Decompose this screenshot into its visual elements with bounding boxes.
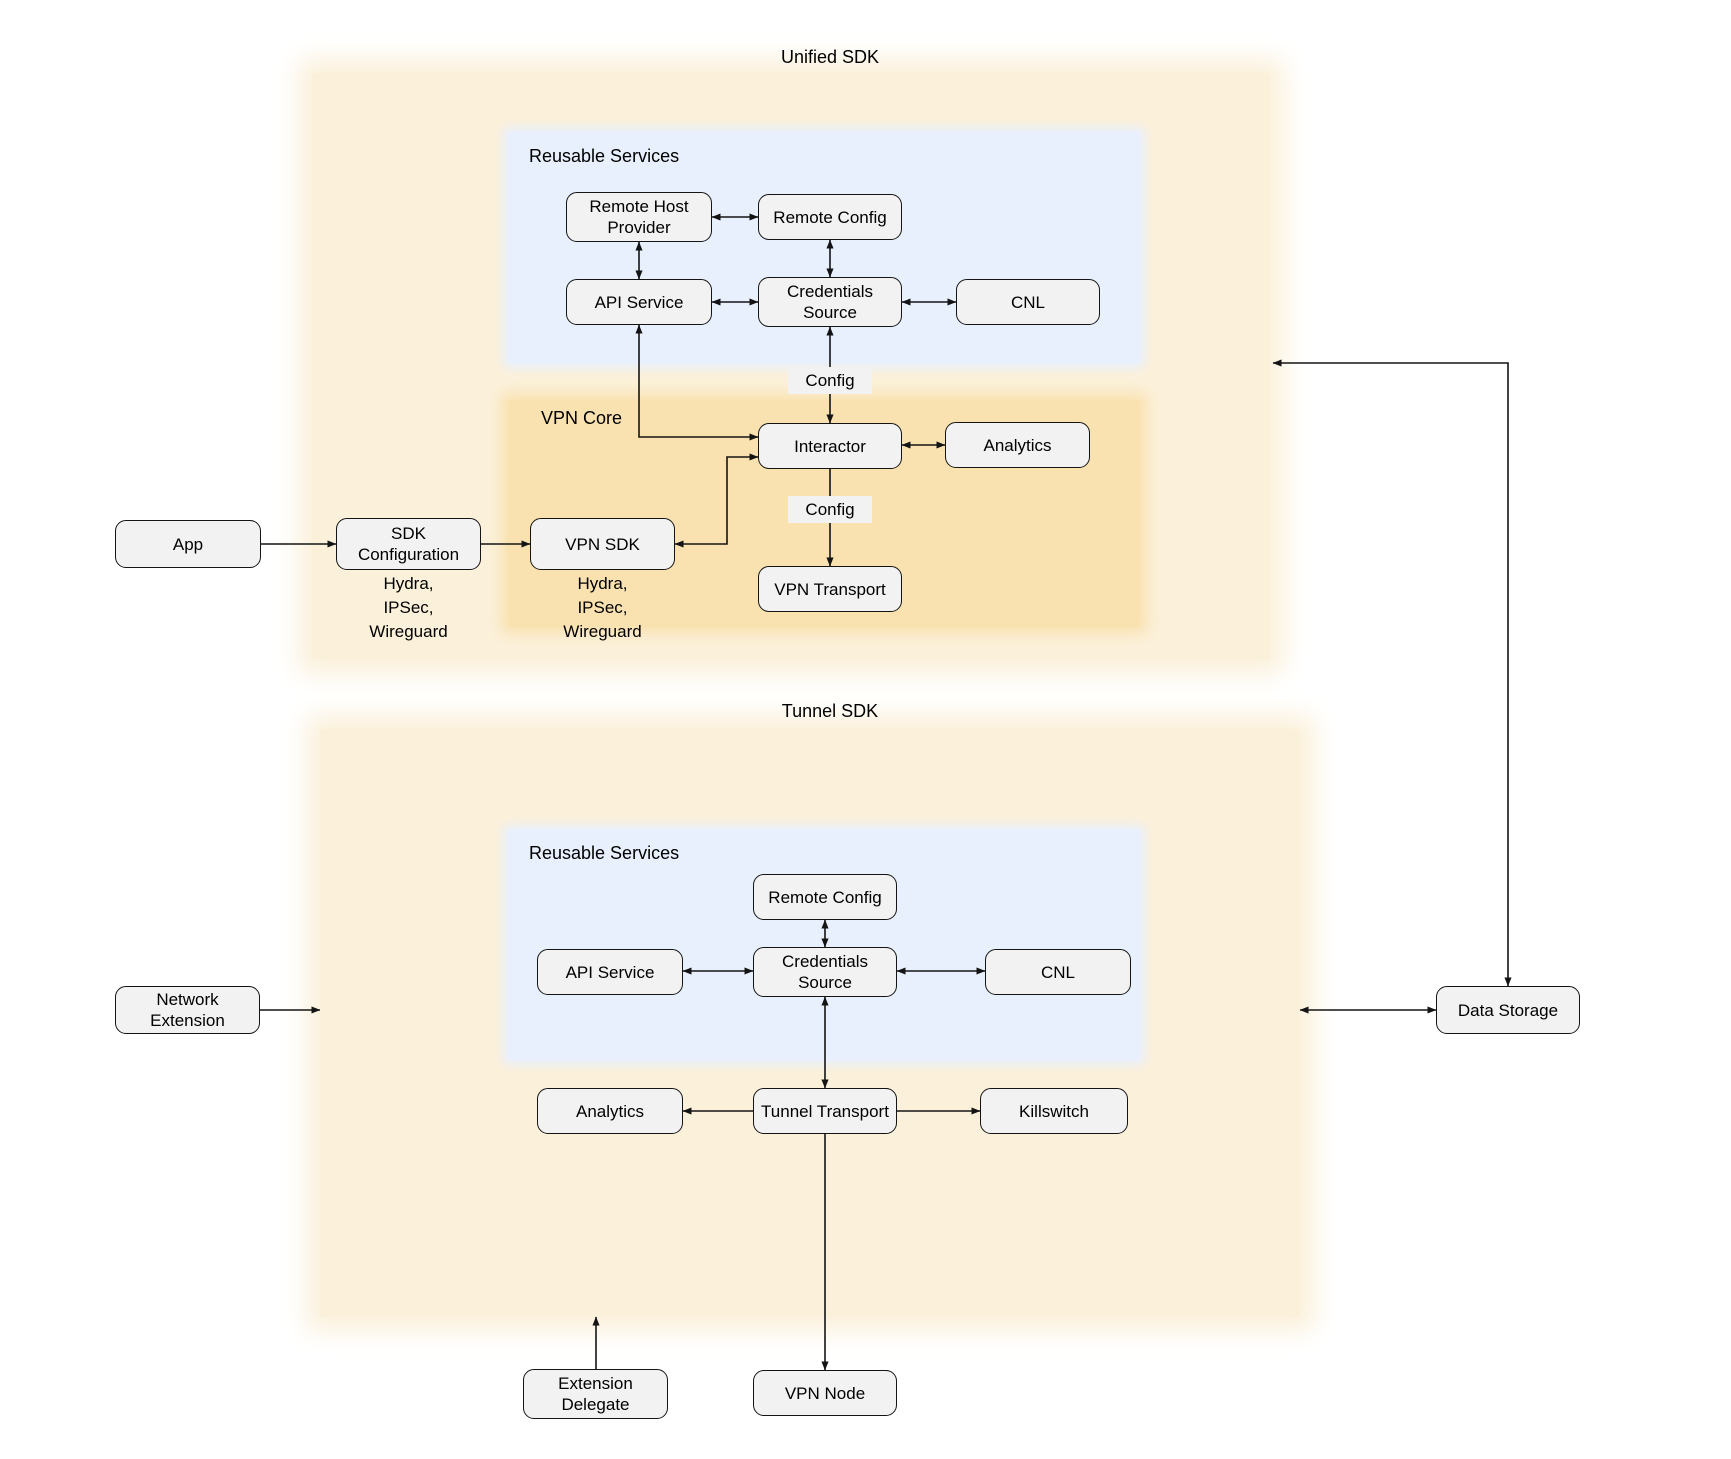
- vpn-sdk-protocols-label: Hydra, IPSec, Wireguard: [563, 574, 642, 641]
- vpn-sdk-node: VPN SDK: [530, 518, 675, 570]
- app-node: App: [115, 520, 261, 568]
- tunnel-cnl-node: CNL: [985, 949, 1131, 995]
- vpn-transport-node: VPN Transport: [758, 566, 902, 612]
- tunnel-transport-node: Tunnel Transport: [753, 1088, 897, 1134]
- remote-config-node: Remote Config: [758, 194, 902, 240]
- tunnel-credentials-source-node: Credentials Source: [753, 947, 897, 997]
- config-label-core: Config: [788, 496, 872, 523]
- killswitch-node: Killswitch: [980, 1088, 1128, 1134]
- network-extension-node: Network Extension: [115, 986, 260, 1034]
- data-storage-node: Data Storage: [1436, 986, 1580, 1034]
- arrow-unified-sdk-data-storage: [1272, 359, 1512, 987]
- sdk-configuration-protocols-label: Hydra, IPSec, Wireguard: [369, 574, 448, 641]
- vpn-node-node: VPN Node: [753, 1370, 897, 1416]
- tunnel-sdk-title: Tunnel SDK: [781, 701, 879, 721]
- extension-delegate-node: Extension Delegate: [523, 1369, 668, 1419]
- arrow-api-service-interactor: [635, 324, 759, 441]
- vpn-core-label: VPN Core: [541, 408, 623, 428]
- tunnel-reusable-services-label: Reusable Services: [529, 843, 680, 863]
- cnl-node: CNL: [956, 279, 1100, 325]
- tunnel-api-service-node: API Service: [537, 949, 683, 995]
- interactor-node: Interactor: [758, 423, 902, 469]
- analytics-node: Analytics: [945, 422, 1090, 468]
- unified-sdk-title: Unified SDK: [780, 47, 880, 67]
- config-label-top: Config: [788, 367, 872, 394]
- credentials-source-node: Credentials Source: [758, 277, 902, 327]
- api-service-node: API Service: [566, 279, 712, 325]
- tunnel-analytics-node: Analytics: [537, 1088, 683, 1134]
- sdk-configuration-node: SDK Configuration: [336, 518, 481, 570]
- arrow-vpn-sdk-interactor: [674, 453, 759, 548]
- unified-reusable-services-label: Reusable Services: [529, 146, 680, 166]
- tunnel-remote-config-node: Remote Config: [753, 874, 897, 920]
- remote-host-provider-node: Remote Host Provider: [566, 192, 712, 242]
